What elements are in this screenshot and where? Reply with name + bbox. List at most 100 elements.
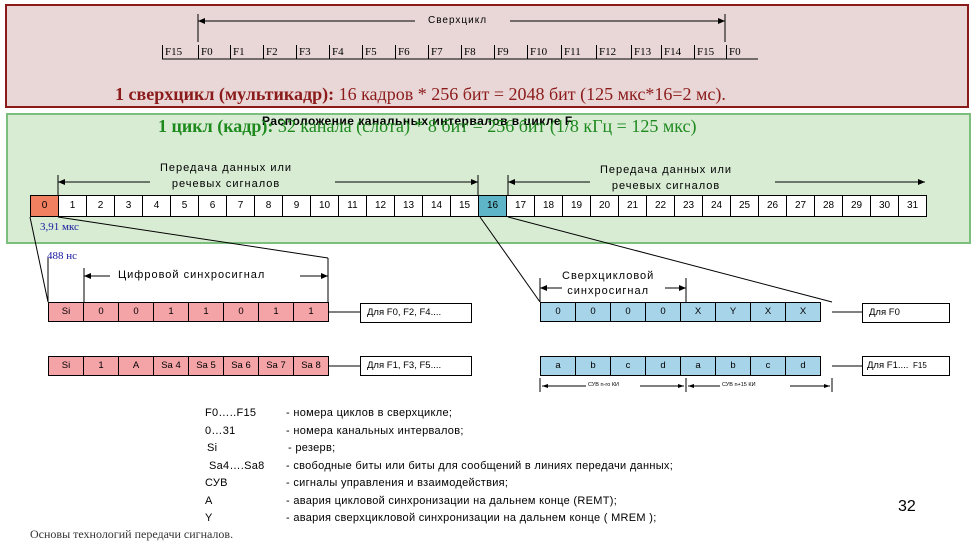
slot-10: 10: [310, 195, 339, 217]
row-right-odd-bit-6: c: [750, 356, 786, 376]
row-right-odd-bit-2: c: [610, 356, 646, 376]
row-left-even-bit-6: 1: [258, 302, 294, 322]
slot-0: 0: [30, 195, 59, 217]
superframe-frame-2: F1: [230, 45, 263, 59]
slot-3: 3: [114, 195, 143, 217]
slot-28: 28: [814, 195, 843, 217]
row-right-even-bit-4: X: [680, 302, 716, 322]
slot-17: 17: [506, 195, 535, 217]
legend-key-3: Sa4….Sa8: [209, 459, 265, 472]
legend-val-0: - номера циклов в сверхцикле;: [286, 407, 453, 419]
slot-12: 12: [366, 195, 395, 217]
group-left-label: Передача данных или речевых сигналов: [160, 162, 293, 190]
superframe-caption: 1 сверхцикл (мультикадр): 16 кадров * 25…: [115, 84, 726, 104]
legend-key-4: СУВ: [205, 477, 228, 489]
legend-key-2: Si: [207, 442, 218, 454]
legend-val-4: - сигналы управления и взаимодействия;: [286, 477, 509, 489]
slot-24: 24: [702, 195, 731, 217]
label-right-even: Для F0: [862, 303, 950, 323]
row-left-even-bit-4: 1: [188, 302, 224, 322]
row-right-odd-bit-4: a: [680, 356, 716, 376]
row-right-odd-bit-5: b: [715, 356, 751, 376]
superframe-frame-10: F9: [494, 45, 527, 59]
row-left-even-bit-5: 0: [223, 302, 259, 322]
slot-22: 22: [646, 195, 675, 217]
superframe-frame-8: F7: [428, 45, 461, 59]
superframe-frame-6: F5: [362, 45, 395, 59]
bit-time-label: 488 нс: [47, 250, 78, 262]
slot-11: 11: [338, 195, 367, 217]
slot-23: 23: [674, 195, 703, 217]
row-left-odd-bit-0: Si: [48, 356, 84, 376]
legend-val-1: - номера канальных интервалов;: [286, 424, 464, 437]
superframe-label: Сверхцикл: [428, 15, 488, 26]
slot-18: 18: [534, 195, 563, 217]
legend-key-1: 0…31: [205, 424, 236, 437]
legend-val-3: - свободные биты или биты для сообщений …: [286, 459, 674, 472]
row-right-odd-bit-7: d: [785, 356, 821, 376]
superframe-frame-0: F15: [162, 45, 198, 59]
superframe-frame-11: F10: [527, 45, 561, 59]
slot-7: 7: [226, 195, 255, 217]
cvb-left-label: СУВ n-го КИ: [588, 382, 619, 388]
superframe-frame-16: F15: [694, 45, 726, 59]
label-left-even: Для F0, F2, F4....: [360, 303, 472, 323]
row-right-odd-bit-0: a: [540, 356, 576, 376]
multiframe-sync-title: Сверхцикловой синхросигнал: [562, 270, 655, 297]
superframe-frame-3: F2: [263, 45, 296, 59]
slot-15: 15: [450, 195, 479, 217]
slot-time-label: 3,91 мкс: [40, 221, 79, 233]
row-left-odd-bit-1: 1: [83, 356, 119, 376]
slot-27: 27: [786, 195, 815, 217]
legend-val-5: - авария цикловой синхронизации на дальн…: [286, 494, 618, 507]
cvb-right-label: СУВ n+15 КИ: [722, 382, 756, 388]
row-left-even-bit-1: 0: [83, 302, 119, 322]
slot-20: 20: [590, 195, 619, 217]
row-right-even-bit-7: X: [785, 302, 821, 322]
course-title: Основы технологий передачи сигналов.: [30, 527, 234, 541]
superframe-frame-1: F0: [198, 45, 230, 59]
row-left-odd-bit-4: Sa 5: [188, 356, 224, 376]
frame-caption: 1 цикл (кадр): 32 канала (слота) * 8 бит…: [158, 116, 697, 136]
superframe-frame-13: F12: [596, 45, 631, 59]
frame-panel: [6, 113, 971, 244]
slot-8: 8: [254, 195, 283, 217]
row-left-odd-bit-5: Sa 6: [223, 356, 259, 376]
row-left-odd-bit-3: Sa 4: [153, 356, 189, 376]
superframe-frame-14: F13: [631, 45, 661, 59]
row-right-even-bit-2: 0: [610, 302, 646, 322]
row-left-even-bit-3: 1: [153, 302, 189, 322]
legend-key-5: A: [205, 494, 213, 507]
frame-slots-title: Расположение канальных интервалов в цикл…: [262, 114, 573, 128]
superframe-frame-12: F11: [561, 45, 596, 59]
slot-13: 13: [394, 195, 423, 217]
row-left-even-bit-7: 1: [293, 302, 329, 322]
legend-val-2: - резерв;: [288, 442, 336, 454]
slot-16: 16: [478, 195, 507, 217]
legend-key-6: Y: [205, 512, 213, 524]
legend-key-0: F0…..F15: [205, 407, 257, 419]
slot-5: 5: [170, 195, 199, 217]
legend-val-6: - авария сверхцикловой синхронизации на …: [286, 512, 657, 524]
slot-21: 21: [618, 195, 647, 217]
row-right-even-bit-5: Y: [715, 302, 751, 322]
row-right-even-bit-1: 0: [575, 302, 611, 322]
slot-19: 19: [562, 195, 591, 217]
slot-14: 14: [422, 195, 451, 217]
row-right-even-bit-6: X: [750, 302, 786, 322]
slot-26: 26: [758, 195, 787, 217]
superframe-panel: [5, 4, 969, 108]
row-left-even-bit-0: Si: [48, 302, 84, 322]
slot-25: 25: [730, 195, 759, 217]
slot-29: 29: [842, 195, 871, 217]
row-right-even-bit-0: 0: [540, 302, 576, 322]
slot-6: 6: [198, 195, 227, 217]
superframe-frame-15: F14: [661, 45, 694, 59]
slot-30: 30: [870, 195, 899, 217]
row-right-odd-bit-1: b: [575, 356, 611, 376]
slot-2: 2: [86, 195, 115, 217]
page-number: 32: [898, 498, 916, 515]
slot-31: 31: [898, 195, 927, 217]
